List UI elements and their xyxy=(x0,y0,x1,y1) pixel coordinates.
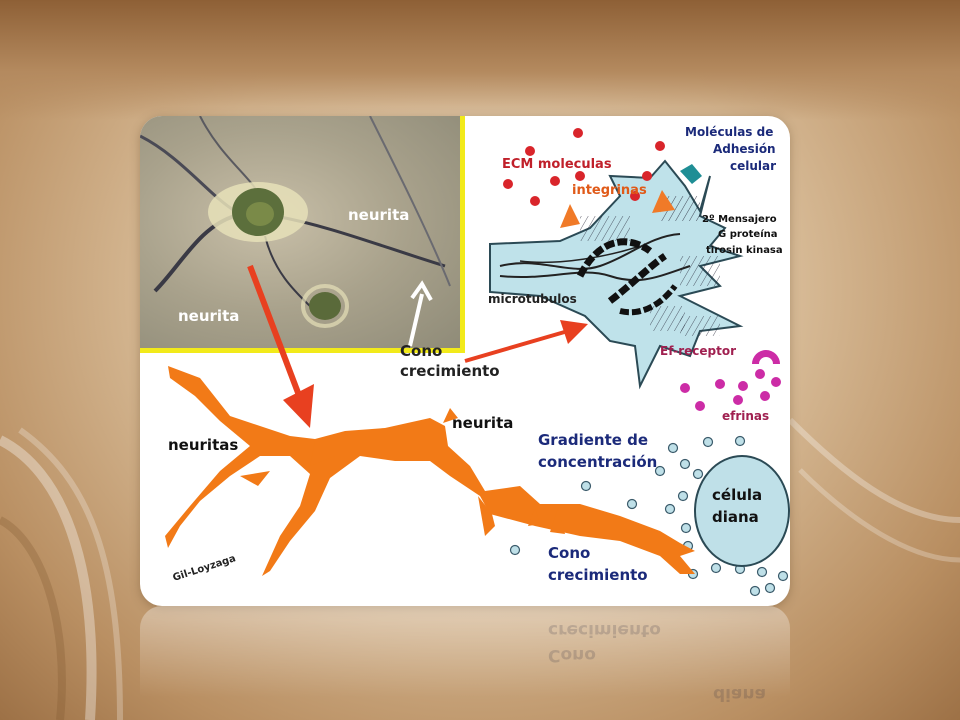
slide-reflection xyxy=(140,606,790,720)
label-efrinas: efrinas xyxy=(722,409,769,423)
label-author: Gil-Loyzaga xyxy=(172,553,238,584)
integrin-receptors xyxy=(560,190,675,228)
label-cono2-line2: crecimiento xyxy=(548,566,648,584)
label-adhesion-line2: Adhesión xyxy=(713,142,776,156)
label-cono-line2: crecimiento xyxy=(400,362,500,380)
label-neurita-photo-left: neurita xyxy=(178,307,239,325)
label-ef-receptor: Ef-receptor xyxy=(660,344,736,358)
neuron-photo-drawing xyxy=(140,116,451,347)
label-microtubulos: microtubulos xyxy=(488,292,577,306)
label-neuritas: neuritas xyxy=(168,436,238,454)
reflection-text-line1: crecimiento xyxy=(548,620,661,640)
diagram-canvas: neurita neurita Cono crecimiento ECM mol… xyxy=(165,125,790,597)
label-cono-line1: Cono xyxy=(400,342,442,360)
efrin-dots xyxy=(680,369,781,411)
ecm-molecule-dots xyxy=(503,128,665,206)
label-adhesion-line3: celular xyxy=(730,159,776,173)
label-neurita-drawing: neurita xyxy=(452,414,513,432)
label-adhesion-line1: Moléculas de xyxy=(685,125,773,139)
label-neurita-photo-right: neurita xyxy=(348,206,409,224)
label-gradiente-line1: Gradiente de xyxy=(538,431,648,449)
arrow-cono-to-detail xyxy=(464,320,588,363)
label-g-proteina: G proteína xyxy=(718,228,778,240)
target-cell xyxy=(694,455,790,567)
reflection-text-word: diana xyxy=(713,684,767,704)
background-top-band xyxy=(0,0,960,120)
label-celula: célula xyxy=(712,486,762,504)
neuron-drawing xyxy=(165,366,695,576)
label-diana: diana xyxy=(712,508,759,526)
adhesion-molecule-shape xyxy=(680,164,702,184)
diagram-slide: neurita neurita Cono crecimiento ECM mol… xyxy=(140,116,790,606)
microscope-photo xyxy=(140,116,465,353)
label-tirosin-kinasa: tirosin kinasa xyxy=(706,245,783,256)
label-mensajero: 2º Mensajero xyxy=(702,214,777,225)
arrow-photo-to-neuron xyxy=(247,264,314,428)
label-gradiente-line2: concentración xyxy=(538,453,657,471)
reflection-text-line2: Cono xyxy=(548,645,596,665)
ef-receptor-shape xyxy=(752,350,780,364)
label-integrinas: integrinas xyxy=(572,183,647,198)
growth-cone-detail xyxy=(489,159,744,390)
label-ecm-moleculas: ECM moleculas xyxy=(502,157,612,172)
gradient-dots xyxy=(509,435,789,597)
label-cono2-line1: Cono xyxy=(548,544,590,562)
